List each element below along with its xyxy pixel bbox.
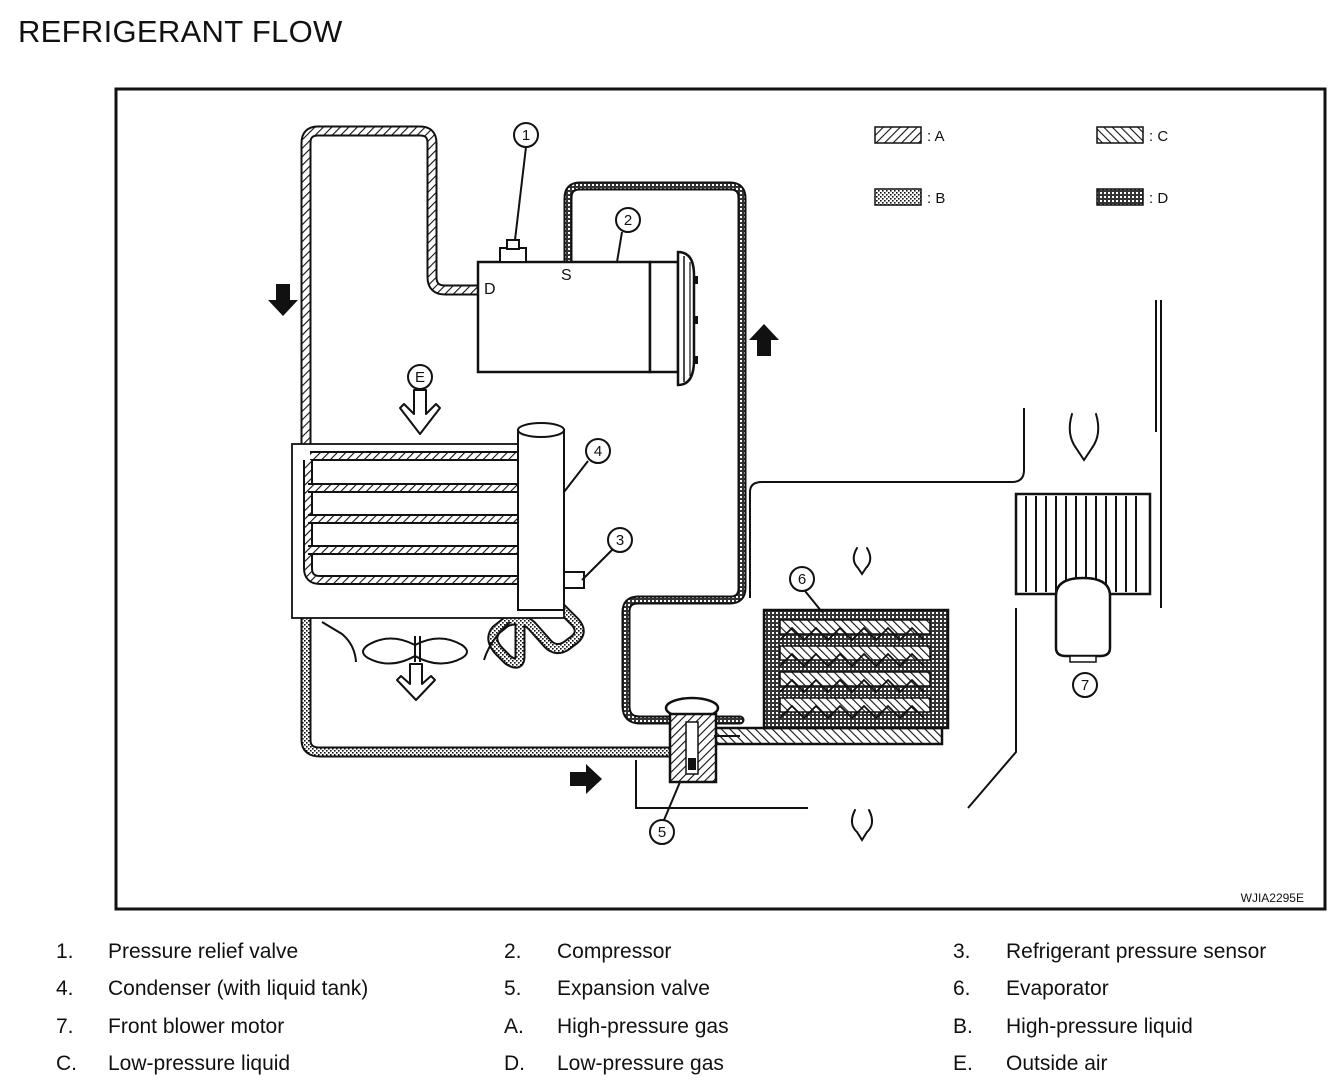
- legend-text: Evaporator: [1006, 977, 1109, 1000]
- legend-text: Low-pressure gas: [557, 1052, 724, 1075]
- outlet-airflow-arrow: [851, 809, 873, 842]
- low-pressure-liquid-line: [712, 726, 944, 746]
- callout-7: [1072, 672, 1098, 698]
- callout-4: [585, 438, 611, 464]
- key-label-d: : D: [1149, 190, 1168, 207]
- key-label-a: : A: [927, 128, 945, 145]
- callout-7-label: 7: [1081, 677, 1089, 694]
- legend-row: 4. Condenser (with liquid tank) 5. Expan…: [0, 977, 1344, 1007]
- legend-text: Compressor: [557, 940, 672, 963]
- legend-text: Pressure relief valve: [108, 940, 299, 963]
- callout-5-label: 5: [658, 824, 666, 841]
- legend-number: 6.: [953, 977, 971, 1000]
- compressor: [476, 250, 698, 387]
- legend-text: High-pressure liquid: [1006, 1015, 1193, 1038]
- callout-3: [607, 527, 633, 553]
- expansion-valve: [664, 696, 740, 784]
- callout-5: [649, 819, 675, 845]
- legend-number: E.: [953, 1052, 973, 1075]
- legend-row: 1. Pressure relief valve 2. Compressor 3…: [0, 940, 1344, 970]
- legend-number: 3.: [953, 940, 971, 963]
- callout-1: [513, 122, 539, 148]
- discharge-port-label: D: [484, 281, 496, 298]
- key-label-c: : C: [1149, 128, 1168, 145]
- legend-number: 7.: [56, 1015, 74, 1038]
- diagram-frame: [114, 87, 1327, 911]
- legend-number: 1.: [56, 940, 74, 963]
- legend-number: 2.: [504, 940, 522, 963]
- condenser-fan: [321, 621, 511, 665]
- legend-number: 5.: [504, 977, 522, 1000]
- page-title: REFRIGERANT FLOW: [18, 14, 343, 49]
- front-blower-motor: [1014, 492, 1152, 663]
- legend-text: Low-pressure liquid: [108, 1052, 291, 1075]
- legend-text: Condenser (with liquid tank): [108, 977, 369, 1000]
- condenser: [291, 422, 565, 619]
- callout-4-label: 4: [594, 443, 602, 460]
- key-swatch-c: [1096, 126, 1144, 144]
- legend-text: High-pressure gas: [557, 1015, 729, 1038]
- legend-text: Refrigerant pressure sensor: [1006, 940, 1267, 963]
- refrigerant-flow-diagram: D S: [114, 87, 1327, 911]
- blower-intake-arrow: [1068, 413, 1100, 462]
- callout-1-label: 1: [522, 127, 530, 144]
- legend-number: 4.: [56, 977, 74, 1000]
- key-swatch-a: [874, 126, 922, 144]
- outside-air-arrow: [399, 389, 441, 435]
- legend-text: Front blower motor: [108, 1015, 285, 1038]
- refrigerant-pressure-sensor: [563, 571, 585, 589]
- pattern-key: : A : B : C : D: [874, 126, 1168, 207]
- flow-arrow-up: [749, 324, 779, 356]
- legend-number: C.: [56, 1052, 77, 1075]
- legend-number: A.: [504, 1015, 524, 1038]
- callout-6-label: 6: [798, 571, 806, 588]
- high-pressure-gas-line: [300, 125, 486, 461]
- low-pressure-gas-line: [563, 181, 747, 725]
- legend-text: Outside air: [1006, 1052, 1108, 1075]
- air-duct-outline: [635, 300, 1162, 809]
- evaporator: [762, 608, 950, 730]
- pressure-relief-valve: [499, 239, 527, 263]
- callout-2: [615, 207, 641, 233]
- figure-code: WJIA2295E: [1241, 891, 1304, 905]
- legend-text: Expansion valve: [557, 977, 710, 1000]
- flow-arrow-down: [268, 284, 298, 316]
- callout-e-label: E: [415, 369, 425, 386]
- callout-2-label: 2: [624, 212, 632, 229]
- key-swatch-b: [874, 188, 922, 206]
- callout-6: [789, 566, 815, 592]
- callout-e: [407, 364, 433, 390]
- suction-port-label: S: [561, 267, 572, 284]
- legend-row: C. Low-pressure liquid D. Low-pressure g…: [0, 1052, 1344, 1082]
- key-label-b: : B: [927, 190, 945, 207]
- fan-airflow-arrow: [396, 663, 436, 701]
- legend-row: 7. Front blower motor A. High-pressure g…: [0, 1015, 1344, 1045]
- callout-3-label: 3: [616, 532, 624, 549]
- evaporator-airflow-arrow: [852, 547, 872, 576]
- legend-number: B.: [953, 1015, 973, 1038]
- flow-arrow-right: [570, 764, 602, 794]
- legend-number: D.: [504, 1052, 525, 1075]
- key-swatch-d: [1096, 188, 1144, 206]
